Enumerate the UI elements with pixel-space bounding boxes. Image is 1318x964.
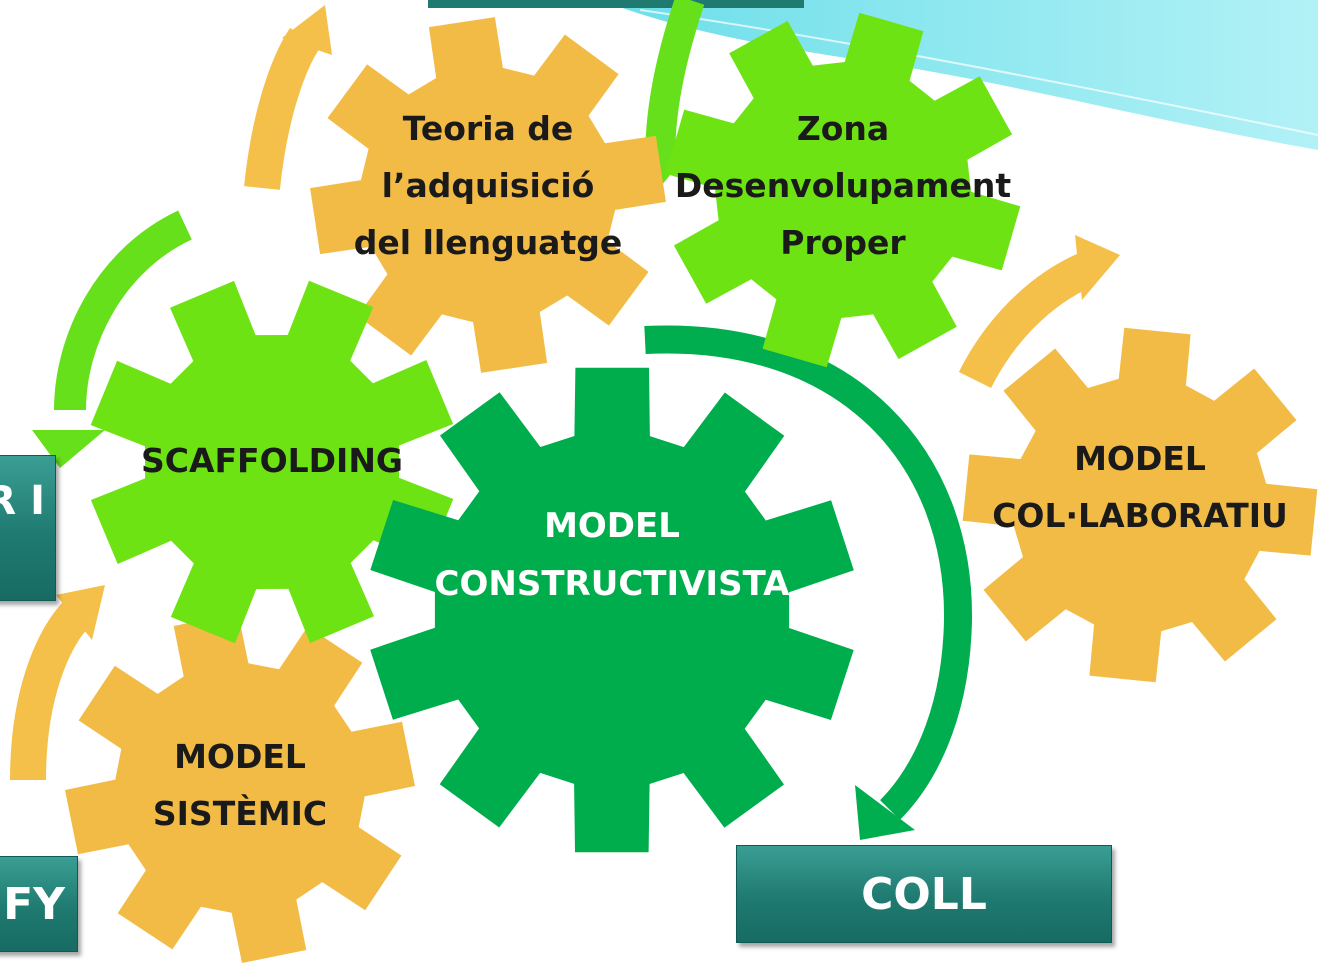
gear-sistemic-label-line-1: MODEL	[174, 737, 306, 776]
arrow-darkgreen-right-head	[855, 785, 915, 840]
header-wave-line	[639, 9, 1318, 136]
gear-labels-layer: Teoria de l’adquisició del llenguatge ZonaD…	[141, 109, 1288, 833]
arrow-darkgreen-right	[644, 325, 973, 820]
arrow-orange-top-left-head	[282, 5, 332, 55]
gear-constructivista-label-line-1: MODEL	[544, 506, 680, 546]
arrow-orange-top-left	[244, 27, 321, 190]
gear-zona	[665, 12, 1021, 368]
author-box-left-partial: R I	[0, 455, 56, 601]
author-box-left-label: R I	[0, 478, 45, 524]
gear-constructivista	[370, 367, 854, 853]
gear-teoria-label-line-2: l’adquisició	[382, 166, 595, 205]
gear-teoria	[310, 17, 666, 373]
arrow-orange-left	[10, 597, 94, 781]
gear-scaffolding	[90, 280, 454, 644]
author-box-coll-label: COLL	[861, 868, 987, 920]
gear-collaboratiu	[962, 327, 1318, 683]
header-wave	[560, 0, 1318, 150]
header-box-partial	[428, 0, 804, 8]
arrow-orange-right	[958, 253, 1093, 389]
gear-sistemic	[65, 613, 415, 963]
gear-scaffolding-label-line-1: SCAFFOLDING	[141, 441, 403, 480]
gear-zona-label-line-1: Zona	[797, 109, 889, 148]
gear-sistemic-label-line-2: SISTÈMIC	[153, 793, 327, 833]
arrow-orange-left-head	[56, 585, 105, 640]
gear-zona-label-line-3: Proper	[780, 223, 906, 262]
gears-layer	[65, 12, 1318, 963]
gear-zona-label-line-2: Desenvolupament	[675, 166, 1011, 205]
gear-teoria-label-line-3: del llenguatge	[354, 223, 622, 262]
arrow-green-top	[645, 0, 705, 161]
author-box-coll: COLL	[736, 845, 1112, 943]
gear-collaboratiu-label-line-1: MODEL	[1074, 439, 1206, 478]
arrow-orange-right-head	[1075, 235, 1120, 300]
author-box-bottom-left-partial: FY	[0, 856, 78, 952]
arrow-green-left-head	[32, 430, 105, 468]
gear-teoria-label-line-1: Teoria de	[403, 109, 574, 148]
arrow-green-left	[54, 210, 193, 411]
author-box-bottom-left-label: FY	[3, 878, 65, 930]
gear-constructivista-label-line-2: CONSTRUCTIVISTA	[435, 564, 791, 604]
gear-collaboratiu-label-line-2: COL·LABORATIU	[992, 496, 1288, 535]
